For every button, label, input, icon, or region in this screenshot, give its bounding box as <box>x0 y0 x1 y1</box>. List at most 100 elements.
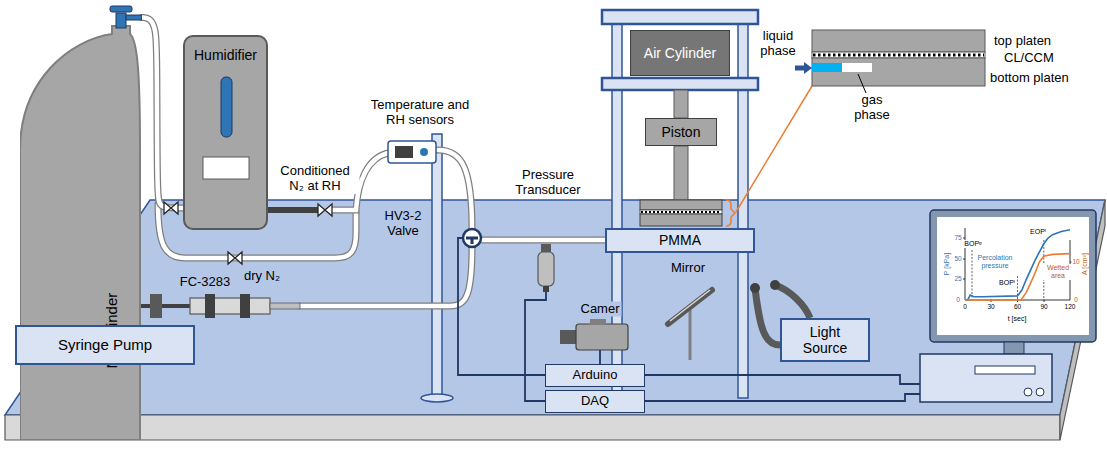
camera-icon <box>560 319 628 350</box>
computer-monitor <box>1036 388 1044 396</box>
syringe <box>190 298 270 314</box>
gas-line <box>142 18 183 209</box>
pressure-transducer <box>538 244 554 292</box>
pressure-transducer <box>543 286 549 292</box>
gas-cylinder: N₂ Cylinder <box>20 5 142 440</box>
piston-block: Piston <box>645 118 717 146</box>
gas-line <box>142 18 183 209</box>
chart-plot <box>963 228 1072 302</box>
daq-box: DAQ <box>545 390 645 413</box>
gas-tube <box>481 238 605 243</box>
light-guide <box>770 280 780 290</box>
platen-stack <box>640 86 812 226</box>
mirror-icon <box>670 290 710 321</box>
signal-wire <box>458 238 545 375</box>
syringe <box>150 294 162 318</box>
rh-sensor <box>395 146 413 158</box>
node-text: Humidifier <box>194 47 257 63</box>
platen-inset <box>813 54 984 57</box>
computer-monitor <box>920 354 1052 402</box>
tick-label: 75 <box>953 234 962 241</box>
light-guide <box>775 285 810 318</box>
cylinder-valve <box>110 6 132 12</box>
platen-inset <box>812 52 985 58</box>
node-text: Air Cylinder <box>644 45 716 61</box>
lab-table <box>5 415 1060 440</box>
computer-monitor <box>937 217 1089 335</box>
tick-label: 0 <box>955 296 961 303</box>
cylinder-valve <box>116 13 126 28</box>
needle-valve-symbol <box>228 252 242 264</box>
syringe <box>240 294 250 318</box>
layer-label: top platen <box>992 34 1053 49</box>
node-text: DAQ <box>581 394 609 409</box>
gas-tube <box>438 150 472 229</box>
mirror-icon <box>668 290 712 360</box>
tick-label: 0 <box>962 303 968 310</box>
computer-monitor <box>975 366 1035 374</box>
platen-stack <box>736 86 812 212</box>
press-frame <box>674 146 688 200</box>
syringe-pump-box: Syringe Pump <box>15 325 195 365</box>
gas-tube <box>438 150 472 229</box>
platen-inset <box>858 74 866 93</box>
event-marker: BOPᵍ <box>963 240 982 248</box>
pressure-transducer <box>541 244 551 252</box>
cylinder-outline <box>20 5 142 440</box>
platen-inset <box>812 63 842 72</box>
phase-label: gas phase <box>850 93 894 123</box>
press-frame <box>602 78 758 90</box>
sensor-label: Temperature and RH sensors <box>362 98 478 128</box>
node-text: PMMA <box>659 232 701 248</box>
syringe <box>270 303 300 309</box>
platen-stack <box>641 211 721 213</box>
tick-label: 90 <box>1039 303 1048 310</box>
tick-label: 50 <box>953 255 962 262</box>
tick-label: 25 <box>953 275 962 282</box>
platen-inset <box>795 66 805 71</box>
gas-tube <box>300 247 472 306</box>
signal-wire <box>645 375 920 384</box>
platen-stack <box>640 200 722 210</box>
valve-label: HV3-2 Valve <box>377 209 429 239</box>
camera-icon <box>590 319 606 325</box>
gas-tube <box>481 237 605 244</box>
chart-plot <box>963 238 1072 302</box>
sensor-label: Pressure Transducer <box>504 168 592 198</box>
platen-stack <box>640 214 722 226</box>
three-way-valve <box>463 229 481 247</box>
press-frame <box>602 10 758 24</box>
needle-valve-symbol <box>318 204 332 216</box>
layer-label: CL/CCM <box>1002 51 1056 66</box>
lab-table <box>5 200 1105 440</box>
air-cylinder: Air Cylinder <box>630 30 730 76</box>
press-frame <box>674 90 688 118</box>
rh-sensor <box>420 148 428 156</box>
computer-monitor <box>1004 342 1024 354</box>
platen-stack <box>640 210 722 214</box>
mirror-icon <box>668 290 712 324</box>
series-label: Percolation pressure <box>973 254 1017 270</box>
humidifier-unit: Humidifier <box>183 35 268 230</box>
arduino-box: Arduino <box>545 364 645 387</box>
rh-sensor <box>388 141 436 163</box>
needle-valve-symbol <box>164 202 178 214</box>
humidifier-detail <box>185 37 270 232</box>
cylinder-body <box>20 26 140 440</box>
three-way-valve <box>466 238 478 244</box>
node-text: Syringe Pump <box>58 336 152 353</box>
tick-label: 60 <box>1013 303 1022 310</box>
signal-wire <box>599 350 601 365</box>
layer-label: bottom platen <box>988 71 1071 86</box>
signal-wire <box>645 394 920 401</box>
platen-inset <box>804 62 812 74</box>
signal-wire <box>525 292 546 401</box>
level-gauge <box>221 77 232 137</box>
signal-wire <box>458 238 920 401</box>
light-source-box: Light Source <box>780 318 870 362</box>
mirror-icon <box>689 306 692 360</box>
light-guide <box>750 283 760 293</box>
